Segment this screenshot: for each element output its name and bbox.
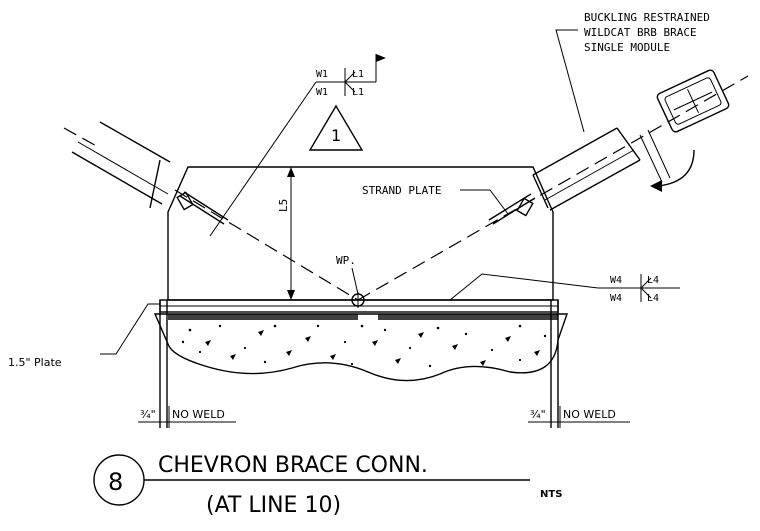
weld-symbol-base — [449, 273, 680, 302]
concrete-slab — [153, 313, 568, 382]
strand-plate-right — [488, 193, 536, 225]
brace-right — [532, 127, 671, 211]
brace-left — [63, 121, 171, 209]
plate-label: 1.5" Plate — [8, 356, 62, 369]
strand-plate-leader — [460, 189, 509, 215]
no-weld-right — [528, 406, 630, 428]
rotation-arrow-icon — [650, 149, 695, 192]
no-weld-left-label: NO WELD — [172, 408, 225, 421]
brb-note-line1: BUCKLING RESTRAINED — [584, 11, 710, 24]
column-left — [159, 300, 168, 428]
weld-base-lower-size: W4 — [610, 293, 622, 304]
no-weld-right-fraction: ¾" — [530, 408, 546, 421]
weld-base-upper-length: L4 — [647, 275, 659, 286]
plate-leader — [100, 303, 160, 355]
weld-base-lower-length: L4 — [647, 293, 659, 304]
dimension-l5 — [287, 167, 295, 300]
brb-leader — [555, 29, 585, 133]
weld-top-upper-size: W1 — [316, 69, 328, 80]
no-weld-left — [138, 406, 236, 428]
title-line1: CHEVRON BRACE CONN. — [158, 453, 428, 478]
brb-note-line3: SINGLE MODULE — [584, 41, 670, 54]
revision-number: 1 — [331, 126, 341, 145]
centerline-right — [357, 75, 749, 301]
no-weld-right-label: NO WELD — [563, 408, 616, 421]
revision-triangle — [308, 104, 364, 151]
brb-section-view — [656, 69, 730, 133]
column-right — [550, 300, 559, 428]
weld-top-lower-length: L1 — [352, 87, 364, 98]
gusset-plate — [167, 166, 554, 301]
field-weld-flag-icon — [376, 54, 386, 62]
work-point-marker — [350, 267, 366, 308]
strand-plate-left — [176, 191, 229, 225]
work-point-label: WP. — [336, 254, 356, 267]
brb-note-line2: WILDCAT BRB BRACE — [584, 26, 697, 39]
centerline-left — [174, 189, 359, 301]
title-line2: (AT LINE 10) — [206, 493, 341, 518]
weld-top-upper-length: L1 — [352, 69, 364, 80]
strand-plate-label: STRAND PLATE — [362, 184, 441, 197]
weld-top-lower-size: W1 — [316, 87, 328, 98]
no-weld-left-fraction: ¾" — [140, 408, 156, 421]
weld-symbol-top — [209, 54, 386, 237]
detail-number: 8 — [108, 468, 123, 496]
dimension-l5-label: L5 — [277, 199, 290, 212]
weld-base-upper-size: W4 — [610, 275, 622, 286]
scale-note: NTS — [540, 489, 562, 500]
